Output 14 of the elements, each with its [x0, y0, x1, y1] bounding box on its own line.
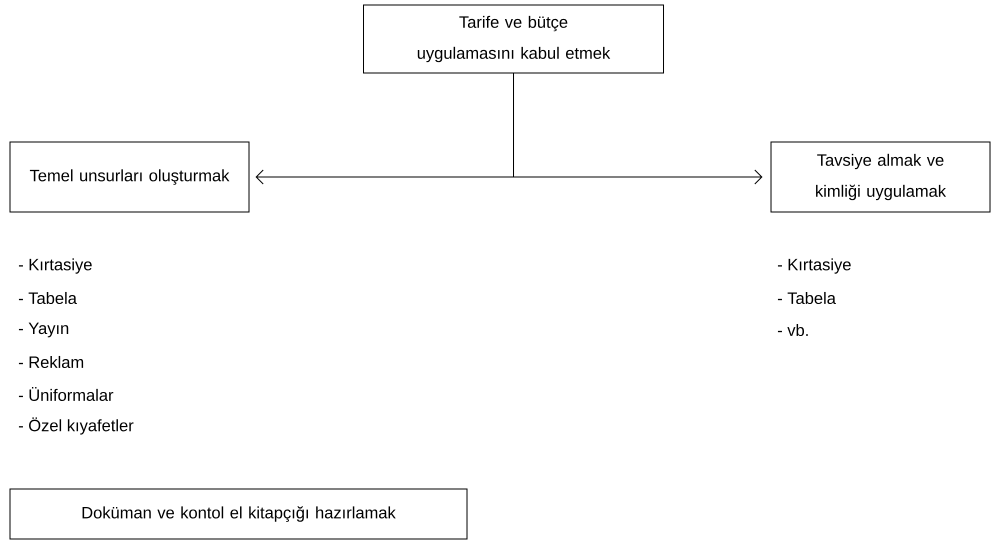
- process-box: Temel unsurları oluşturmak: [10, 142, 250, 212]
- list-item: - vb.: [778, 324, 808, 336]
- list-item: - Kırtasiye: [18, 258, 92, 274]
- list-item: - Reklam: [18, 356, 84, 368]
- list-item: - Tabela: [778, 292, 836, 304]
- process-box: Tarife ve bütçe uygulamasını kabul etmek: [363, 4, 664, 74]
- list-item: - Üniformalar: [18, 387, 114, 401]
- process-box: Doküman ve kontol el kitapçığı hazırlamak: [10, 488, 468, 540]
- list-item: - Özel kıyafetler: [18, 417, 134, 435]
- arrow: [513, 73, 763, 184]
- process-box: Tavsiye almak ve kimliği uygulamak: [770, 142, 991, 212]
- list-item: - Yayın: [18, 322, 68, 338]
- list-item: - Tabela: [18, 292, 77, 304]
- list-item: - Kırtasiye: [778, 258, 851, 274]
